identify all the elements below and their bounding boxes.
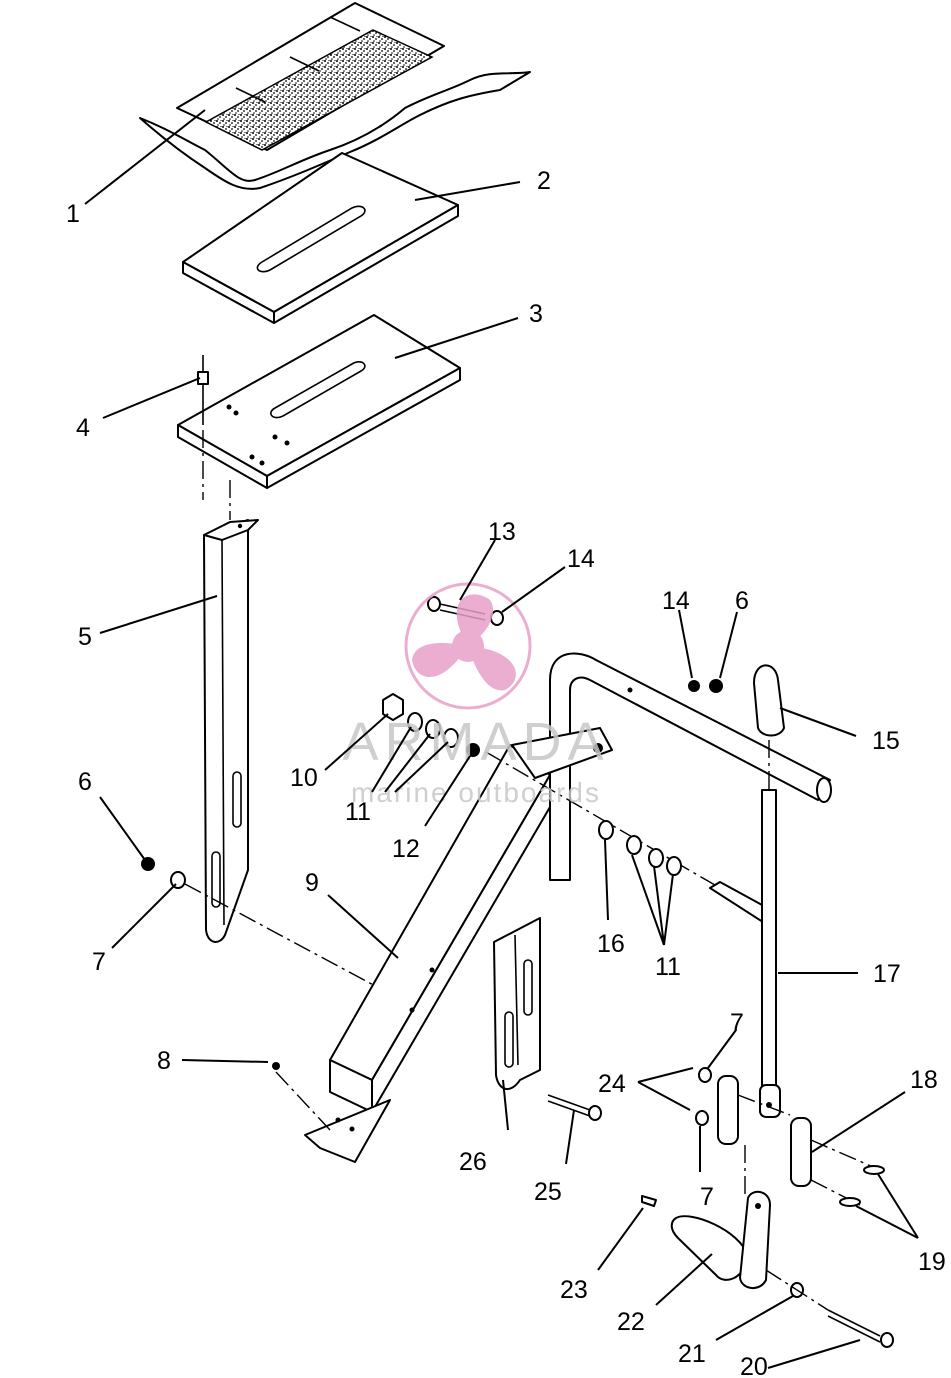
bracket-plate-part-3 <box>177 314 461 489</box>
callout-7-left: 7 <box>92 948 106 976</box>
bolt-part-20 <box>765 1269 894 1348</box>
callout-4: 4 <box>76 414 90 442</box>
callout-17: 17 <box>873 960 901 988</box>
callout-23: 23 <box>560 1276 588 1304</box>
hardware-stack-16-11-right <box>598 820 776 925</box>
callout-15: 15 <box>872 727 900 755</box>
callout-22: 22 <box>617 1308 645 1336</box>
callout-21: 21 <box>678 1340 706 1368</box>
knob-part-15 <box>753 664 785 790</box>
leader-lines <box>84 109 919 1369</box>
watermark-brand: ARMADA <box>342 712 609 772</box>
callout-labels: 1 2 3 4 5 6 7 8 9 10 11 12 13 14 14 6 15… <box>66 167 946 1378</box>
bracket-part-26 <box>493 917 541 1090</box>
callout-18: 18 <box>910 1066 938 1094</box>
linkage-assembly-18-24 <box>641 1067 885 1289</box>
shift-rod-part-17 <box>759 789 781 1118</box>
callout-9: 9 <box>305 869 319 897</box>
mounting-bracket-part-5 <box>203 519 259 943</box>
callout-8: 8 <box>157 1047 171 1075</box>
callout-20: 20 <box>740 1353 768 1378</box>
bolt-part-25 <box>547 1094 602 1121</box>
callout-10: 10 <box>290 764 318 792</box>
callout-7-upper: 7 <box>730 1009 744 1037</box>
screw-part-8 <box>272 1062 331 1131</box>
callout-6-right: 6 <box>735 587 749 615</box>
callout-13: 13 <box>488 518 516 546</box>
callout-3: 3 <box>529 300 543 328</box>
watermark-tagline: marine outboards <box>351 777 601 808</box>
deck-surface-part-1 <box>139 2 531 190</box>
callout-26: 26 <box>459 1148 487 1176</box>
armada-watermark: ARMADA marine outboards <box>342 582 609 808</box>
callout-1: 1 <box>66 200 80 228</box>
propeller-icon <box>404 582 532 710</box>
callout-2: 2 <box>537 167 551 195</box>
pad-part-2 <box>182 152 459 324</box>
nuts-part-14-6-top <box>688 679 723 693</box>
callout-14-top: 14 <box>567 545 595 573</box>
callout-6-left: 6 <box>78 768 92 796</box>
callout-11-right: 11 <box>655 953 681 981</box>
callout-5: 5 <box>78 623 92 651</box>
nut-part-6-left <box>141 857 155 871</box>
callout-12: 12 <box>392 835 420 863</box>
tiller-handle-tube <box>485 652 832 889</box>
callout-16: 16 <box>597 930 625 958</box>
hardware-stack-10-11-12 <box>382 693 480 757</box>
callout-11-left: 11 <box>345 798 371 826</box>
callout-14-right: 14 <box>662 587 690 615</box>
callout-7-lower: 7 <box>700 1183 714 1211</box>
callout-19: 19 <box>918 1248 946 1276</box>
tiller-arm-part-9 <box>304 744 551 1163</box>
callout-25: 25 <box>534 1178 562 1206</box>
callout-24: 24 <box>598 1070 626 1098</box>
